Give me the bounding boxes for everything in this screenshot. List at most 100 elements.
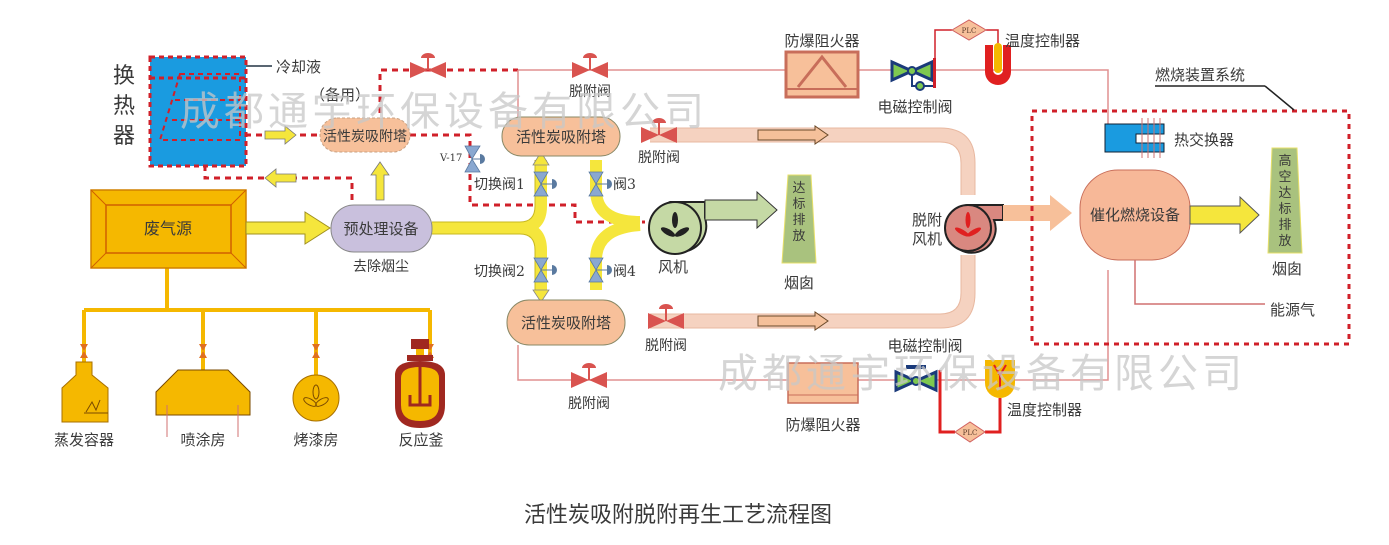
svg-text:达: 达 xyxy=(1278,186,1291,201)
source-evaporator-label: 蒸发容器 xyxy=(54,431,114,449)
desorb-valve-upper-label: 脱附阀 xyxy=(638,150,680,166)
source-reactor-label: 反应釜 xyxy=(398,431,443,449)
desorb-valve-top[interactable] xyxy=(572,53,608,78)
svg-text:标: 标 xyxy=(792,197,805,212)
flow-arrow-upper xyxy=(757,125,829,145)
coolant-label: 冷却液 xyxy=(276,58,321,76)
svg-text:排: 排 xyxy=(792,213,805,228)
arrow-fan-to-chimney xyxy=(704,190,778,230)
heat-exchanger-combustion-label: 热交换器 xyxy=(1174,131,1234,149)
evaporator-vessel[interactable] xyxy=(61,361,109,423)
solenoid-valve-top-label: 电磁控制阀 xyxy=(877,98,952,116)
source-valves[interactable] xyxy=(80,344,434,358)
chimney-mid[interactable] xyxy=(781,174,817,264)
watermark-top: 成都通宇环保设备有限公司 xyxy=(180,89,708,135)
pretreatment-equipment[interactable]: 预处理设备 xyxy=(330,204,433,253)
arrow-desorb-to-catalytic xyxy=(1003,195,1072,231)
fan-label: 风机 xyxy=(658,258,688,276)
combustion-system-label: 燃烧装置系统 xyxy=(1155,66,1245,84)
plc-top[interactable]: PLC xyxy=(951,19,987,41)
temp-controller-bottom[interactable] xyxy=(985,360,1015,398)
diagram-title: 活性炭吸附脱附再生工艺流程图 xyxy=(524,503,832,528)
energy-gas-label: 能源气 xyxy=(1270,301,1315,319)
catalytic-label: 催化燃烧设备 xyxy=(1090,206,1180,224)
combustion-system-box xyxy=(1030,109,1351,346)
desorb-valve-lower-label: 脱附阀 xyxy=(645,338,687,354)
pretreatment-label: 预处理设备 xyxy=(343,220,418,238)
waste-gas-source[interactable]: 废气源 xyxy=(90,189,247,269)
backup-label: （备用） xyxy=(310,86,370,104)
valve-3-label: 阀3 xyxy=(613,177,636,193)
desorb-fan-blades-icon xyxy=(954,212,982,237)
flame-arrester-bottom[interactable] xyxy=(787,362,859,404)
arrow-to-hx xyxy=(264,168,297,188)
desorb-valve-bottom[interactable] xyxy=(571,363,607,388)
valve-v17-label: V-17 xyxy=(439,153,462,164)
catalytic-combustion-equipment[interactable]: 催化燃烧设备 xyxy=(1079,169,1191,261)
svg-text:标: 标 xyxy=(1278,202,1291,217)
chimney-high[interactable] xyxy=(1267,147,1303,254)
lower-adsorption-tower[interactable]: 活性炭吸附塔 xyxy=(506,299,626,346)
backup-adsorption-tower[interactable]: 活性炭吸附塔 xyxy=(319,117,411,153)
chimney-mid-text: 达 标 排 放 xyxy=(792,181,805,244)
heat-exchanger-label-2: 热 xyxy=(113,94,135,119)
temp-controller-top[interactable] xyxy=(985,43,1011,85)
reactor-vessel[interactable] xyxy=(395,339,445,428)
desorb-valve-top-label: 脱附阀 xyxy=(569,84,611,100)
desorb-fan-label-2: 风机 xyxy=(912,230,942,248)
solenoid-valve-top[interactable] xyxy=(890,58,936,91)
switch-valve-1[interactable] xyxy=(533,171,557,197)
source-pipes xyxy=(82,268,432,375)
desorb-pipes xyxy=(650,128,975,328)
desorb-fan[interactable] xyxy=(944,204,1004,254)
desorb-fan-label-1: 脱附 xyxy=(912,211,942,229)
switch-valve-1-label: 切换阀1 xyxy=(474,176,525,193)
valve-3[interactable] xyxy=(588,171,612,197)
chimney-high-text: 高 空 达 标 排 放 xyxy=(1278,153,1291,249)
switch-valve-2[interactable] xyxy=(533,257,557,283)
plc-top-label: PLC xyxy=(962,27,977,35)
svg-text:放: 放 xyxy=(792,229,805,244)
svg-text:放: 放 xyxy=(1278,234,1291,249)
spray-room[interactable] xyxy=(155,369,251,437)
heat-exchanger-label-3: 器 xyxy=(113,124,135,149)
desorb-valve-upper[interactable] xyxy=(641,118,677,143)
svg-text:达: 达 xyxy=(792,181,805,196)
source-baking-room-label: 烤漆房 xyxy=(293,431,338,449)
heat-exchanger-left[interactable] xyxy=(148,55,248,168)
svg-text:空: 空 xyxy=(1278,170,1291,185)
flame-arrester-top[interactable] xyxy=(784,50,860,99)
plc-bottom[interactable]: PLC xyxy=(954,421,986,443)
baking-fan-icon xyxy=(303,384,329,407)
plc-bottom-label: PLC xyxy=(963,429,978,437)
chimney-high-label: 烟囱 xyxy=(1272,260,1302,278)
heat-exchanger-combustion[interactable] xyxy=(1104,118,1165,158)
temp-controller-top-label: 温度控制器 xyxy=(1005,32,1080,50)
fan[interactable] xyxy=(648,201,708,255)
desorb-valve-bottom-label: 脱附阀 xyxy=(568,396,610,412)
source-spray-room-label: 喷涂房 xyxy=(180,431,225,449)
desorb-valve-top-left[interactable] xyxy=(410,53,446,78)
arrow-waste-to-pretreat xyxy=(245,211,331,245)
solenoid-valve-bottom[interactable] xyxy=(894,365,938,393)
flow-arrow-lower xyxy=(757,311,829,331)
arrow-catalytic-to-chimney xyxy=(1189,195,1260,235)
waste-source-label: 废气源 xyxy=(144,219,192,238)
flame-arrester-bottom-label: 防爆阻火器 xyxy=(785,416,860,434)
upper-tower-label: 活性炭吸附塔 xyxy=(516,128,606,146)
desorb-valve-lower[interactable] xyxy=(648,304,684,329)
arrow-up-to-backup xyxy=(370,161,390,201)
flame-arrester-top-label: 防爆阻火器 xyxy=(784,32,859,50)
watermark-bottom: 成都通宇环保设备有限公司 xyxy=(718,351,1246,397)
arrow-to-backup xyxy=(264,125,297,145)
baking-room[interactable] xyxy=(292,374,340,422)
valve-4[interactable] xyxy=(588,257,612,283)
upper-adsorption-tower[interactable]: 活性炭吸附塔 xyxy=(501,116,621,157)
valve-4-label: 阀4 xyxy=(613,264,636,280)
backup-tower-label: 活性炭吸附塔 xyxy=(323,129,407,145)
switch-valve-2-label: 切换阀2 xyxy=(474,263,525,280)
svg-text:高: 高 xyxy=(1278,153,1291,169)
temp-controller-bottom-label: 温度控制器 xyxy=(1007,401,1082,419)
valve-v17[interactable] xyxy=(464,145,485,173)
